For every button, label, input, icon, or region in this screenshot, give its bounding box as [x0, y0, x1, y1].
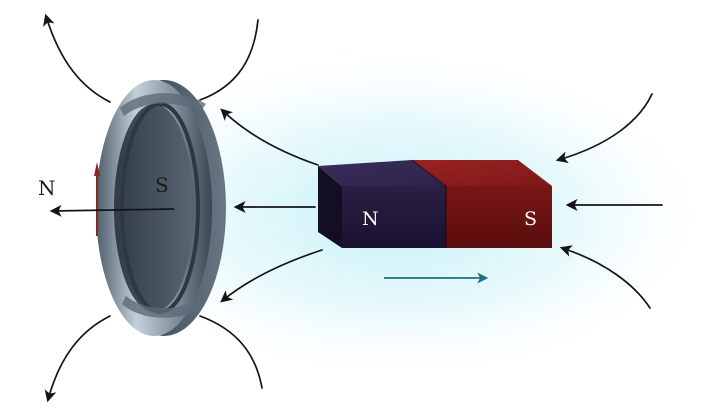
field-line-top-left	[43, 13, 111, 103]
field-line-right-upper	[555, 93, 653, 164]
field-line-top-right	[199, 19, 259, 101]
ring-top-thickness	[120, 93, 206, 116]
field-lines	[43, 13, 663, 403]
magnet-front-s	[446, 186, 552, 248]
magnet-south-label: S	[524, 208, 537, 230]
magnet-top-divider	[411, 159, 447, 187]
field-line-bottom-left	[44, 315, 111, 403]
field-line-lower-to-ring	[220, 249, 323, 303]
ring-bottom-thickness	[122, 296, 204, 318]
magnet-front-n	[342, 186, 446, 248]
ring-axis-line	[49, 204, 175, 217]
field-line-right-lower	[559, 245, 651, 309]
bar-magnet	[318, 159, 552, 248]
ring-inside-pole-label: S	[155, 173, 169, 197]
current-direction-arrowhead	[94, 162, 100, 176]
magnet-left-side	[318, 166, 342, 248]
magnet-top-s	[412, 160, 552, 186]
ring-outside-pole-label: N	[38, 176, 56, 200]
field-line-upper-to-ring	[220, 108, 319, 166]
magnet-top-n	[318, 160, 446, 186]
conducting-ring	[96, 80, 226, 337]
field-line-bottom-right	[199, 315, 263, 389]
magnet-north-label: N	[362, 208, 379, 230]
